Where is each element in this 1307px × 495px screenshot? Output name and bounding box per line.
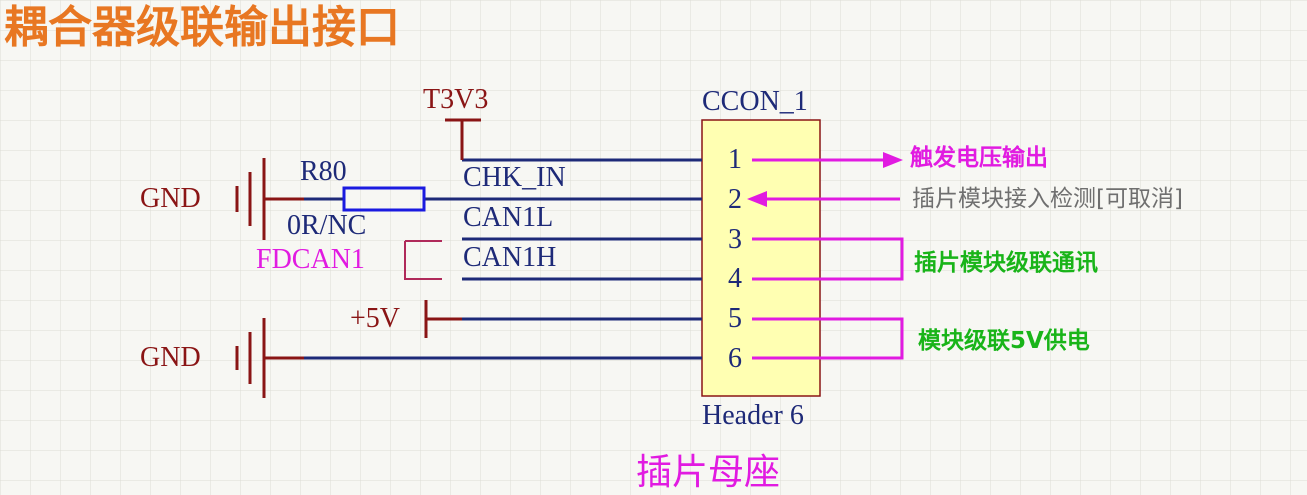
net-label-chk-in: CHK_IN (463, 162, 566, 193)
net-label-can1h: CAN1H (463, 242, 557, 273)
gnd-top-label: GND (140, 183, 201, 214)
pin-number-1: 1 (728, 144, 742, 175)
page-title: 耦合器级联输出接口 (4, 2, 400, 53)
resistor-designator: R80 (300, 156, 347, 187)
annotation-pin1: 触发电压输出 (910, 145, 1048, 171)
net-label-can1l: CAN1L (463, 202, 554, 233)
pins56-bracket (752, 317, 904, 360)
resistor-r80-body (342, 186, 426, 212)
pin-number-2: 2 (728, 184, 742, 215)
connector-designator: CCON_1 (702, 86, 808, 117)
power-symbols (235, 118, 481, 398)
pins34-bracket (752, 237, 904, 281)
t3v3-label: T3V3 (423, 84, 489, 115)
connector-body (701, 119, 821, 397)
pin-number-4: 4 (728, 263, 742, 294)
fdcan1-label: FDCAN1 (256, 244, 365, 275)
pin-number-5: 5 (728, 303, 742, 334)
fdcan1-bracket (404, 240, 442, 280)
pin-number-6: 6 (728, 343, 742, 374)
pin-number-3: 3 (728, 224, 742, 255)
resistor-value: 0R/NC (287, 210, 367, 241)
annotation-pins56: 模块级联5V供电 (918, 328, 1090, 354)
connector-description: 插片母座 (636, 452, 781, 493)
annotation-arrows (752, 158, 904, 360)
connector-part-name: Header 6 (702, 400, 804, 431)
plus5v-label: +5V (350, 303, 401, 334)
pin2-arrowhead (747, 191, 767, 207)
annotation-pins34: 插片模块级联通讯 (914, 250, 1098, 276)
gnd-bottom-label: GND (140, 342, 201, 373)
annotation-pin2: 插片模块接入检测[可取消] (912, 186, 1183, 212)
wires (304, 158, 702, 360)
pin1-arrowhead (883, 152, 903, 168)
